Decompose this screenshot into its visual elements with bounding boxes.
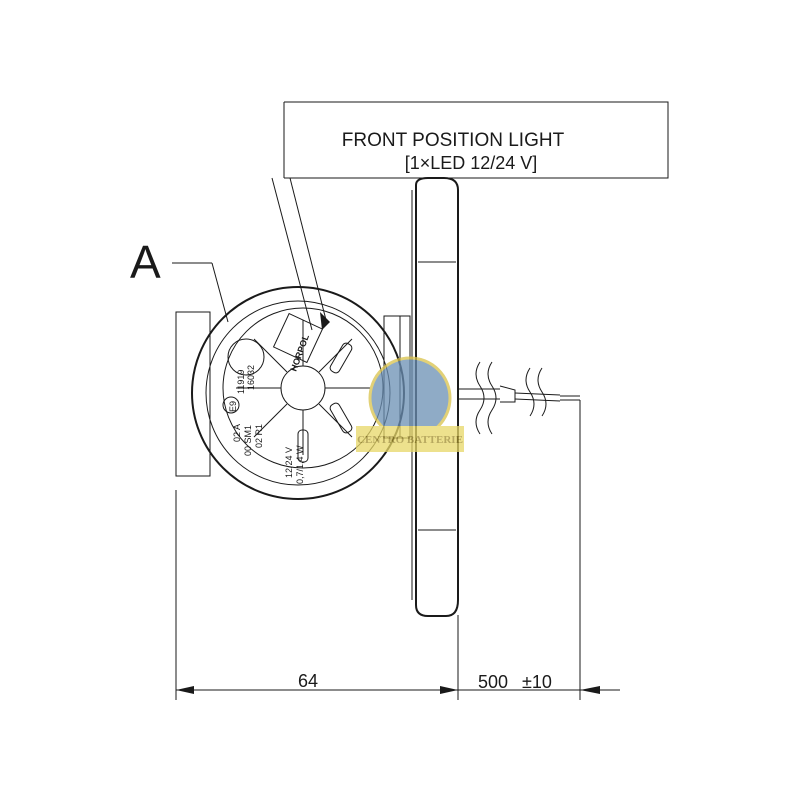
callout-box: FRONT POSITION LIGHT [1×LED 12/24 V] — [283, 101, 669, 179]
dimension-cable-length: 500 ±10 — [458, 672, 620, 694]
marker-a-label: A — [130, 236, 161, 288]
voltage-text: 12/24 V — [284, 447, 294, 478]
watermark-globe-icon — [370, 358, 450, 438]
cable — [458, 361, 580, 435]
cable-length-tolerance: ±10 — [522, 672, 552, 692]
approval-mark: E9 — [228, 401, 238, 412]
marker-a: A — [130, 236, 229, 323]
dimension-width-value: 64 — [298, 671, 318, 691]
mounting-bracket — [175, 311, 211, 477]
approval-number-2: 16032 — [246, 365, 256, 390]
callout-subtitle: [1×LED 12/24 V] — [405, 153, 538, 173]
lens-ribs — [236, 320, 370, 463]
watermark-text: CENTRO BATTERIE — [357, 434, 463, 446]
approval-number-1: 11919 — [236, 370, 246, 394]
leader-arrowhead — [320, 312, 330, 330]
code-1: 02 A — [232, 424, 242, 442]
code-3: 02 R1 — [254, 424, 264, 448]
cable-length-value: 500 — [478, 672, 508, 692]
watermark-logo: CENTRO BATTERIE — [356, 356, 464, 452]
callout-leader — [271, 177, 330, 331]
approval-block: E9 11919 16032 02 A 00 SM1 02 R1 12/24 V… — [222, 365, 305, 484]
dimension-width: 64 — [176, 671, 458, 694]
callout-title: FRONT POSITION LIGHT — [342, 130, 565, 151]
code-2: 00 SM1 — [243, 425, 253, 456]
power-text: 0,7/1,4 W — [295, 445, 305, 484]
extension-lines — [175, 400, 581, 700]
